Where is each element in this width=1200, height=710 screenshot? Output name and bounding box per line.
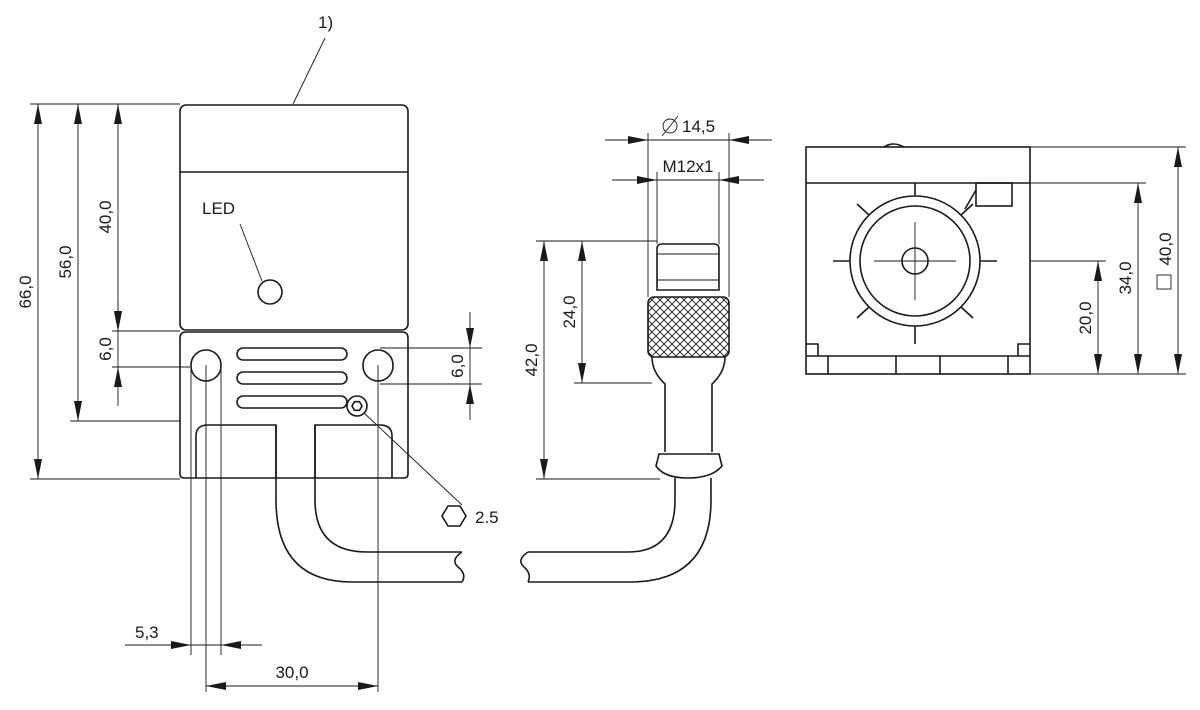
cable-break (454, 551, 465, 583)
connector-view (520, 243, 730, 583)
dim-hole-spacing: 30,0 (275, 663, 308, 682)
side-dimensions: 20,0 34,0 40,0 (1030, 146, 1186, 375)
footnote-marker: 1) (318, 13, 333, 32)
dim-side-20: 20,0 (1076, 301, 1095, 334)
vent-slot (236, 347, 348, 361)
cable-bracket-right (314, 424, 393, 478)
side-view (805, 143, 1031, 375)
led-indicator (257, 279, 283, 305)
knurled-nut (647, 296, 730, 358)
dim-thread: M12x1 (662, 157, 713, 176)
dim-side-square: 40,0 (1156, 232, 1175, 265)
sensor-face-inner (859, 205, 971, 317)
sensor-head-outline (179, 104, 409, 331)
dim-hole-dia: 5,3 (135, 623, 159, 642)
connector-body (651, 356, 726, 452)
diameter-symbol-icon (662, 118, 678, 134)
connector-ring (655, 453, 723, 479)
mounting-block-outline (179, 331, 409, 479)
connector-dimensions: 14,5 M12x1 42,0 24,0 (522, 115, 772, 480)
side-view-outline (805, 146, 1031, 375)
dim-56: 56,0 (56, 245, 75, 278)
front-dimensions: 66,0 56,0 40,0 6,0 6,0 5,3 (16, 103, 499, 692)
dim-40: 40,0 (96, 200, 115, 233)
dim-6-left: 6,0 (96, 337, 115, 361)
connector-cable-outer (528, 478, 712, 583)
hex-screw (346, 395, 368, 417)
dim-connector-total: 42,0 (522, 343, 541, 376)
face-ticks (833, 183, 997, 344)
cable-inner (314, 425, 462, 553)
dim-6-right: 6,0 (448, 354, 467, 378)
hex-socket-icon (351, 400, 363, 412)
dim-side-34: 34,0 (1116, 261, 1135, 294)
cable-outer (275, 425, 462, 583)
hex-key-size: 2.5 (475, 508, 499, 527)
connector-cable-break (520, 551, 531, 583)
front-view: LED 1) (179, 13, 465, 583)
led-leader (239, 223, 263, 282)
side-led-bump (883, 143, 905, 148)
side-connector-cap (975, 182, 1013, 207)
dim-total-height: 66,0 (16, 275, 35, 308)
led-label: LED (202, 199, 235, 218)
vent-slot (236, 371, 348, 385)
square-symbol-icon (1156, 274, 1172, 290)
footnote-leader (292, 37, 326, 105)
connector-thread (656, 243, 720, 291)
hex-key-icon (441, 505, 467, 527)
dim-knurl: 24,0 (560, 295, 579, 328)
side-notch (806, 343, 1030, 356)
vent-slot (236, 395, 348, 409)
connector-cable-inner (528, 478, 676, 553)
cable-bracket-left (195, 424, 277, 478)
dim-diameter: 14,5 (682, 117, 715, 136)
